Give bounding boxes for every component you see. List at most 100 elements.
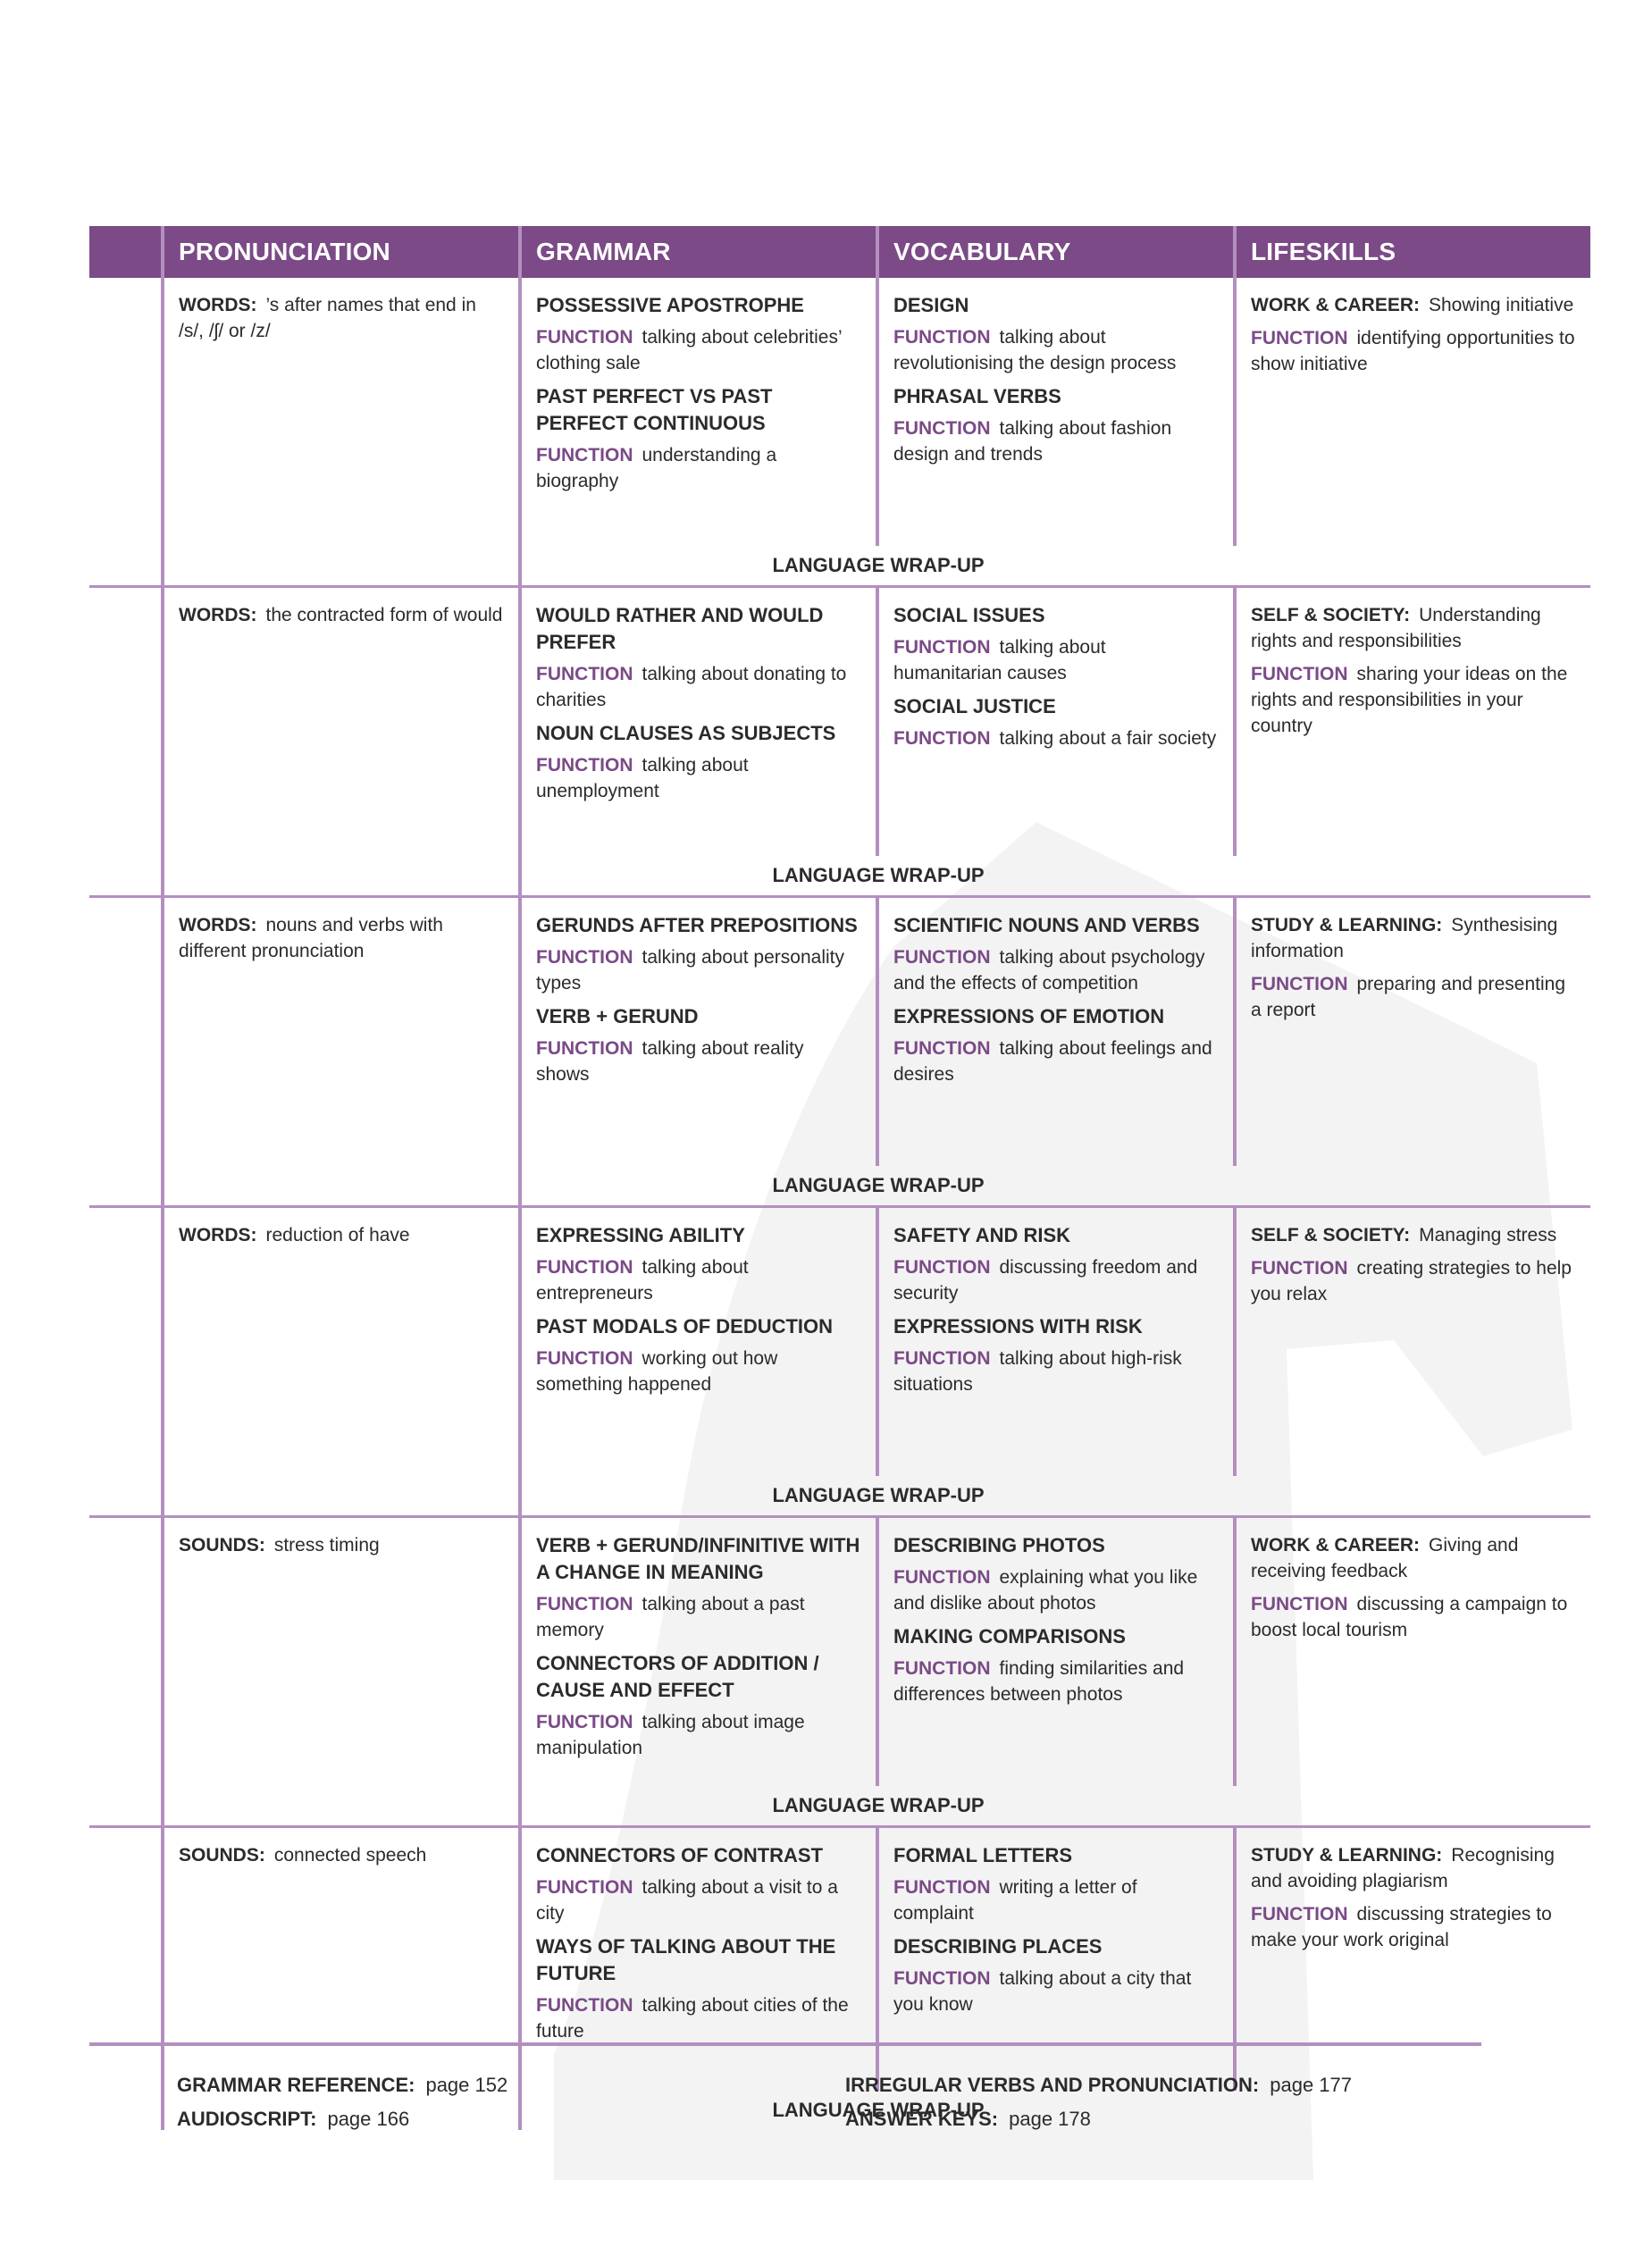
unit-stub <box>89 1205 164 1476</box>
function-text: talking about entrepreneurs <box>536 1257 749 1304</box>
function-label: FUNCTION <box>536 947 633 968</box>
lifeskills-cell: WORK & CAREER:Giving and receiving feedb… <box>1235 1515 1590 1827</box>
grammar-heading: EXPRESSING ABILITY <box>536 1224 745 1246</box>
syllabus-table: PRONUNCIATION GRAMMAR VOCABULARY LIFESKI… <box>89 226 1590 2130</box>
grammar-heading: PAST PERFECT VS PAST PERFECT CONTINUOUS <box>536 385 773 434</box>
function-text: talking about a city that you know <box>893 1968 1192 2015</box>
function-text: talking about humanitarian causes <box>893 637 1106 683</box>
unit-stub <box>89 895 164 1166</box>
function-text: finding similarities and differences bet… <box>893 1658 1185 1705</box>
vocab-heading: EXPRESSIONS OF EMOTION <box>893 1005 1165 1027</box>
lifeskills-label: STUDY & LEARNING: <box>1251 915 1443 935</box>
function-label: FUNCTION <box>536 1877 633 1898</box>
function-label: FUNCTION <box>536 755 633 776</box>
lifeskills-content: SELF & SOCIETY:Understanding rights and … <box>1237 588 1590 836</box>
unit-row: WORDS:reduction of have EXPRESSING ABILIT… <box>89 1205 1590 1517</box>
pronunciation-cell: WORDS:the contracted form of would <box>163 585 522 856</box>
language-wrap-up: LANGUAGE WRAP-UP <box>772 864 985 886</box>
wrap-pron-spacer <box>163 1166 522 1207</box>
grammar-heading: NOUN CLAUSES AS SUBJECTS <box>536 722 836 744</box>
language-wrap-up-row: LANGUAGE WRAP-UP <box>89 1476 1590 1517</box>
function-label: FUNCTION <box>1251 328 1348 348</box>
language-wrap-up-row: LANGUAGE WRAP-UP <box>89 1786 1590 1827</box>
vocab-heading: DESCRIBING PHOTOS <box>893 1534 1105 1556</box>
vocab-heading: PHRASAL VERBS <box>893 385 1061 407</box>
language-wrap-up: LANGUAGE WRAP-UP <box>772 1484 985 1506</box>
function-text: talking about a visit to a city <box>536 1877 838 1924</box>
header-row: PRONUNCIATION GRAMMAR VOCABULARY LIFESKI… <box>89 226 1590 278</box>
lifeskills-label: WORK & CAREER: <box>1251 295 1420 315</box>
lifeskills-value: Giving and receiving feedback <box>1251 1535 1519 1581</box>
pronunciation-cell: WORDS:nouns and verbs with different pro… <box>163 895 522 1166</box>
function-label: FUNCTION <box>1251 974 1348 994</box>
function-label: FUNCTION <box>536 1257 633 1278</box>
function-text: talking about a past memory <box>536 1594 805 1640</box>
lifeskills-cell: STUDY & LEARNING:Synthesising informatio… <box>1235 895 1590 1207</box>
vocab-heading: DESIGN <box>893 294 969 316</box>
language-wrap-up-row: LANGUAGE WRAP-UP <box>89 2091 1590 2130</box>
function-label: FUNCTION <box>893 637 991 658</box>
references-left: GRAMMAR REFERENCE:page 152 AUDIOSCRIPT:p… <box>177 2068 507 2136</box>
pronunciation-cell: SOUNDS:connected speech <box>163 1825 522 2091</box>
function-label: FUNCTION <box>893 418 991 439</box>
pronunciation-cell: SOUNDS:stress timing <box>163 1515 522 1786</box>
function-text: discussing strategies to make your work … <box>1251 1904 1552 1950</box>
language-wrap-up-row: LANGUAGE WRAP-UP <box>89 546 1590 587</box>
function-text: discussing freedom and security <box>893 1257 1198 1304</box>
unit-row: SOUNDS:connected speech CONNECTORS OF CON… <box>89 1825 1590 2130</box>
pronunciation-value: connected speech <box>273 1845 427 1866</box>
header-vocabulary: VOCABULARY <box>877 226 1237 278</box>
wrap-stub <box>89 546 164 587</box>
function-text: identifying opportunities to show initia… <box>1251 328 1575 374</box>
function-text: discussing a campaign to boost local tou… <box>1251 1594 1568 1640</box>
vocab-heading: DESCRIBING PLACES <box>893 1935 1103 1958</box>
function-label: FUNCTION <box>536 1712 633 1732</box>
function-text: talking about celebrities’ clothing sale <box>536 327 842 373</box>
reference-item: IRREGULAR VERBS AND PRONUNCIATION:page 1… <box>845 2074 1352 2096</box>
vocab-heading: EXPRESSIONS WITH RISK <box>893 1315 1143 1337</box>
lifeskills-label: WORK & CAREER: <box>1251 1535 1420 1555</box>
function-text: talking about feelings and desires <box>893 1038 1212 1085</box>
pronunciation-content: WORDS:’s after names that end in /s/, /ʃ… <box>164 278 518 546</box>
lifeskills-content: STUDY & LEARNING:Synthesising informatio… <box>1237 898 1590 1146</box>
grammar-heading: GERUNDS AFTER PREPOSITIONS <box>536 914 858 936</box>
function-label: FUNCTION <box>893 327 991 348</box>
pronunciation-text: SOUNDS:connected speech <box>179 1842 504 1868</box>
language-wrap-up-row: LANGUAGE WRAP-UP <box>89 1166 1590 1207</box>
references-right: IRREGULAR VERBS AND PRONUNCIATION:page 1… <box>845 2068 1352 2136</box>
pronunciation-text: WORDS:nouns and verbs with different pro… <box>179 912 504 964</box>
pronunciation-text: WORDS:reduction of have <box>179 1222 504 1248</box>
unit-stub <box>89 278 164 546</box>
function-label: FUNCTION <box>893 1348 991 1369</box>
pronunciation-label: WORDS: <box>179 1225 257 1245</box>
grammar-cell: VERB + GERUND/INFINITIVE WITH A CHANGE I… <box>520 1515 879 1786</box>
grammar-heading: CONNECTORS OF ADDITION / CAUSE AND EFFEC… <box>536 1652 819 1701</box>
function-label: FUNCTION <box>893 1877 991 1898</box>
language-wrap-up-row: LANGUAGE WRAP-UP <box>89 856 1590 897</box>
